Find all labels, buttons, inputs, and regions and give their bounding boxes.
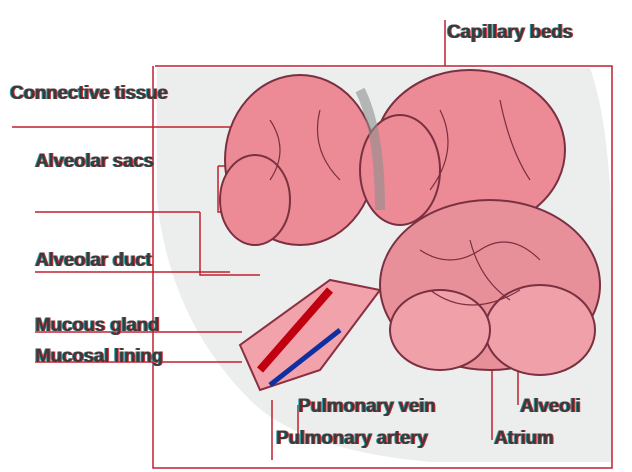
label-connective-tissue: Connective tissue — [10, 83, 168, 104]
label-alveolar-duct: Alveolar duct — [35, 250, 152, 271]
connective-tissue-band — [355, 87, 385, 211]
label-alveoli: Alveoli — [520, 396, 581, 417]
alveolar-sacs — [219, 69, 566, 246]
label-mucous-gland: Mucous gland — [35, 315, 160, 336]
leader-lines — [12, 20, 613, 469]
pulmonary-artery-vessel — [256, 287, 334, 373]
alveolus-outlines — [269, 99, 541, 306]
label-pulmonary-vein: Pulmonary vein — [298, 396, 436, 417]
label-pulmonary-artery: Pulmonary artery — [276, 428, 428, 449]
capillary-network — [379, 199, 601, 376]
label-capillary-beds: Capillary beds — [447, 22, 573, 43]
bronchiole — [238, 278, 382, 392]
label-alveolar-sacs: Alveolar sacs — [35, 151, 154, 172]
label-mucosal-lining: Mucosal lining — [35, 346, 163, 367]
label-atrium: Atrium — [494, 428, 554, 449]
pulmonary-vein-vessel — [268, 328, 342, 387]
